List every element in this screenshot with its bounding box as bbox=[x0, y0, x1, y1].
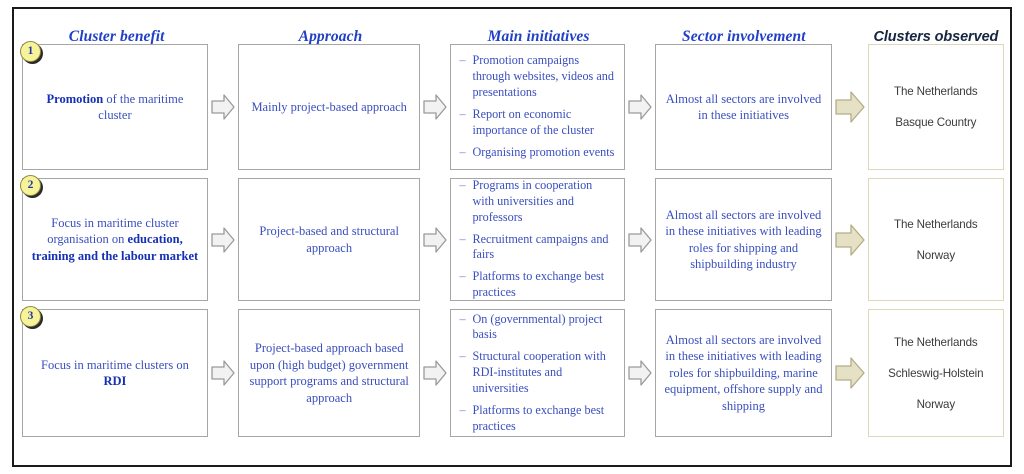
flow-arrow-icon bbox=[420, 44, 450, 170]
initiative-text: Structural cooperation with RDI-institut… bbox=[472, 349, 606, 395]
flow-arrow-icon bbox=[625, 44, 655, 170]
dash-bullet-icon: – bbox=[459, 107, 466, 121]
list-item: –Programs in cooperation with universiti… bbox=[459, 178, 616, 226]
initiative-text: Programs in cooperation with universitie… bbox=[472, 178, 593, 224]
cluster-benefit-text: Focus in maritime cluster organisation o… bbox=[31, 215, 199, 263]
list-item: –Recruitment campaigns and fairs bbox=[459, 232, 616, 264]
flow-arrow-icon bbox=[208, 44, 238, 170]
sector-involvement-text: Almost all sectors are involved in these… bbox=[664, 332, 823, 413]
header-main-initiatives: Main initiatives bbox=[487, 27, 590, 45]
step-number-badge: 2 bbox=[20, 175, 41, 196]
sector-involvement-text: Almost all sectors are involved in these… bbox=[665, 207, 822, 272]
flow-arrow-icon bbox=[208, 178, 238, 301]
column-headers: Cluster benefit Approach Main initiative… bbox=[22, 16, 1004, 44]
cluster-name: The Netherlands bbox=[894, 85, 978, 98]
flow-arrow-icon bbox=[420, 309, 450, 437]
cell-sector-involvement[interactable]: Almost all sectors are involved in these… bbox=[655, 309, 832, 437]
initiatives-list: –Programs in cooperation with universiti… bbox=[459, 178, 616, 301]
list-item: –Platforms to exchange best practices bbox=[459, 269, 616, 301]
cluster-name: Norway bbox=[916, 397, 956, 411]
step-number-badge: 1 bbox=[20, 41, 41, 62]
cell-approach[interactable]: Project-based approach based upon (high … bbox=[238, 309, 421, 437]
dash-bullet-icon: – bbox=[459, 144, 466, 159]
initiative-text: Platforms to exchange best practices bbox=[472, 402, 605, 433]
approach-text: Mainly project-based approach bbox=[251, 99, 407, 114]
cluster-benefit-matrix: Cluster benefit Approach Main initiative… bbox=[20, 16, 1004, 456]
cluster-name: Schleswig-Holstein bbox=[888, 366, 984, 380]
dash-bullet-icon: – bbox=[459, 269, 466, 284]
dash-bullet-icon: – bbox=[459, 53, 466, 68]
result-arrow-icon bbox=[832, 44, 868, 170]
dash-bullet-icon: – bbox=[459, 402, 466, 417]
sector-involvement-text: Almost all sectors are involved in these… bbox=[665, 91, 822, 123]
cluster-name: The Netherlands bbox=[894, 217, 978, 231]
header-clusters-observed: Clusters observed bbox=[873, 28, 999, 45]
initiative-text: Platforms to exchange best practices bbox=[472, 269, 605, 300]
dash-bullet-icon: – bbox=[459, 178, 466, 192]
cell-sector-involvement[interactable]: Almost all sectors are involved in these… bbox=[655, 44, 832, 170]
cluster-name: Basque Country bbox=[895, 116, 977, 129]
approach-text: Project-based and structural approach bbox=[259, 224, 399, 255]
flow-arrow-icon bbox=[625, 178, 655, 301]
initiative-text: On (governmental) project basis bbox=[472, 311, 603, 342]
step-number-badge: 3 bbox=[20, 306, 41, 327]
list-item: –On (governmental) project basis bbox=[459, 312, 616, 344]
cell-approach[interactable]: Project-based and structural approach bbox=[238, 178, 421, 301]
dash-bullet-icon: – bbox=[459, 311, 466, 326]
cluster-name: Norway bbox=[916, 248, 956, 262]
header-approach: Approach bbox=[298, 27, 363, 45]
list-item: –Organising promotion events bbox=[459, 145, 616, 161]
flow-arrow-icon bbox=[625, 309, 655, 437]
list-item: –Platforms to exchange best practices bbox=[459, 403, 616, 435]
result-arrow-icon bbox=[832, 178, 868, 301]
cell-main-initiatives[interactable]: –On (governmental) project basis–Structu… bbox=[450, 309, 626, 437]
cluster-benefit-text: Promotion of the maritime cluster bbox=[46, 91, 184, 123]
approach-text: Project-based approach based upon (high … bbox=[249, 341, 409, 405]
header-sector-involvement: Sector involvement bbox=[682, 27, 806, 45]
flow-arrow-icon bbox=[208, 309, 238, 437]
initiative-text: Recruitment campaigns and fairs bbox=[472, 231, 609, 262]
header-cluster-benefit: Cluster benefit bbox=[68, 27, 165, 45]
dash-bullet-icon: – bbox=[459, 231, 466, 246]
list-item: –Report on economic importance of the cl… bbox=[459, 107, 616, 139]
cell-main-initiatives[interactable]: –Promotion campaigns through websites, v… bbox=[450, 44, 626, 170]
result-arrow-icon bbox=[832, 309, 868, 437]
initiatives-list: –On (governmental) project basis–Structu… bbox=[459, 312, 616, 435]
flow-arrow-icon bbox=[420, 178, 450, 301]
list-item: –Promotion campaigns through websites, v… bbox=[459, 53, 616, 101]
cell-approach[interactable]: Mainly project-based approach bbox=[238, 44, 421, 170]
initiative-text: Promotion campaigns through websites, vi… bbox=[472, 53, 614, 100]
dash-bullet-icon: – bbox=[459, 349, 466, 364]
cell-main-initiatives[interactable]: –Programs in cooperation with universiti… bbox=[450, 178, 626, 301]
cluster-benefit-text: Focus in maritime clusters on RDI bbox=[41, 357, 189, 389]
cell-sector-involvement[interactable]: Almost all sectors are involved in these… bbox=[655, 178, 832, 301]
list-item: –Structural cooperation with RDI-institu… bbox=[459, 349, 616, 397]
initiative-text: Report on economic importance of the clu… bbox=[472, 107, 594, 137]
cluster-name: The Netherlands bbox=[894, 335, 978, 349]
initiative-text: Organising promotion events bbox=[472, 144, 615, 159]
initiatives-list: –Promotion campaigns through websites, v… bbox=[459, 53, 616, 160]
